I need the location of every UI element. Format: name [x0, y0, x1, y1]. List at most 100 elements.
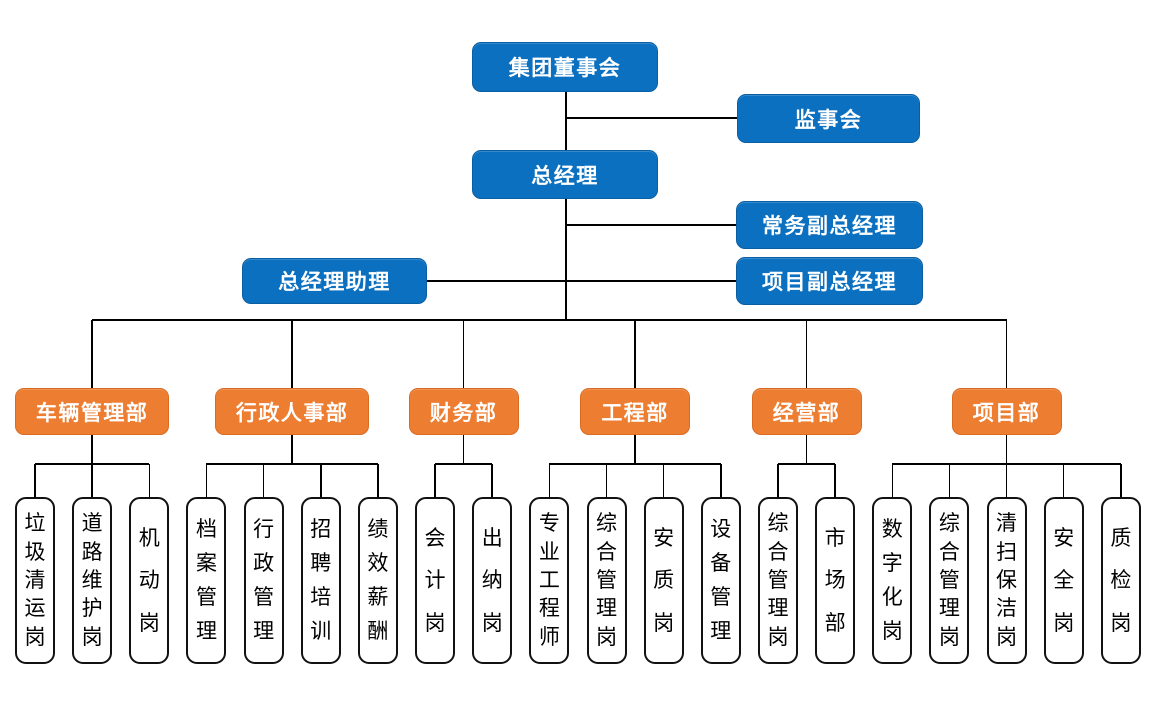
connector-line — [92, 319, 1007, 321]
position-node-char: 管 — [253, 586, 275, 609]
position-node-char: 岗 — [767, 625, 789, 649]
connector-line — [205, 464, 208, 497]
connector-line — [320, 464, 322, 497]
position-node-char: 岗 — [424, 611, 446, 635]
connector-line — [777, 463, 836, 465]
position-node-char: 专 — [538, 512, 560, 536]
department-node: 财务部 — [408, 388, 519, 435]
department-node: 项目部 — [951, 388, 1062, 435]
connector-line — [435, 463, 493, 465]
position-node: 绩效薪酬 — [357, 497, 398, 664]
connector-line — [720, 464, 722, 497]
position-node-char: 岗 — [996, 625, 1018, 649]
position-node-char: 保 — [996, 568, 1018, 592]
position-node-char: 化 — [881, 586, 903, 609]
position-node-char: 岗 — [81, 625, 103, 649]
connector-line — [462, 320, 465, 388]
position-node-char: 设 — [710, 518, 732, 541]
connector-line — [206, 463, 378, 465]
position-node-char: 效 — [367, 552, 389, 575]
position-node-char: 岗 — [881, 620, 903, 643]
position-node: 专业工程师 — [529, 497, 570, 664]
position-node-char: 圾 — [24, 540, 46, 564]
position-node: 安全岗 — [1043, 497, 1084, 664]
position-node-char: 综 — [938, 512, 960, 536]
connector-line — [834, 464, 836, 497]
position-node-char: 理 — [767, 597, 789, 621]
position-node-char: 酬 — [367, 620, 389, 643]
connector-line — [91, 320, 93, 388]
position-node: 安质岗 — [643, 497, 684, 664]
position-node: 招聘培训 — [300, 497, 341, 664]
position-node-char: 合 — [938, 540, 960, 564]
position-node: 清扫保洁岗 — [986, 497, 1027, 664]
connector-line — [634, 320, 636, 388]
position-node-char: 质 — [1110, 526, 1132, 550]
position-node-char: 岗 — [24, 625, 46, 649]
position-node-char: 岗 — [653, 611, 675, 635]
position-node-char: 理 — [938, 597, 960, 621]
position-node: 综合管理岗 — [929, 497, 970, 664]
position-node-char: 清 — [24, 568, 46, 592]
position-node-char: 管 — [195, 586, 217, 609]
position-node: 市场部 — [815, 497, 856, 664]
position-node-char: 数 — [881, 518, 903, 541]
position-node-char: 字 — [881, 552, 903, 575]
connector-line — [434, 464, 436, 497]
connector-line — [634, 435, 636, 464]
connector-line — [91, 435, 93, 464]
position-node-char: 管 — [596, 568, 617, 592]
position-node-char: 理 — [195, 620, 217, 643]
position-node-char: 岗 — [481, 611, 503, 635]
node-gm-assistant: 总经理助理 — [242, 258, 427, 304]
connector-line — [377, 464, 379, 497]
node-project-deputy-gm: 项目副总经理 — [736, 257, 923, 305]
connector-line — [948, 464, 951, 497]
connector-line — [605, 464, 608, 497]
position-node-char: 聘 — [310, 552, 332, 575]
position-node-char: 计 — [424, 569, 446, 592]
position-node-char: 工 — [538, 568, 560, 592]
position-node-char: 师 — [538, 625, 560, 649]
position-node-char: 管 — [767, 568, 789, 592]
connector-line — [566, 117, 737, 119]
connector-line — [805, 320, 808, 388]
position-node-char: 合 — [596, 540, 617, 564]
position-node-char: 市 — [824, 526, 846, 550]
connector-line — [548, 464, 551, 497]
connector-line — [34, 464, 36, 497]
position-node-char: 岗 — [596, 625, 617, 649]
connector-line — [565, 92, 567, 150]
position-node-char: 岗 — [1053, 611, 1075, 635]
connector-line — [291, 320, 293, 388]
position-node-char: 理 — [253, 620, 275, 643]
position-node-char: 机 — [138, 526, 160, 550]
connector-line — [777, 464, 779, 497]
position-node: 行政管理 — [243, 497, 284, 664]
node-executive-deputy-gm: 常务副总经理 — [736, 201, 923, 249]
position-node: 道路维护岗 — [72, 497, 113, 664]
position-node-char: 合 — [767, 540, 789, 564]
position-node-char: 综 — [596, 512, 617, 536]
connector-line — [662, 464, 665, 497]
connector-line — [91, 464, 93, 497]
position-node-char: 洁 — [996, 597, 1018, 621]
position-node: 质检岗 — [1100, 497, 1141, 664]
connector-line — [491, 464, 493, 497]
department-node: 经营部 — [751, 388, 862, 435]
position-node-char: 安 — [653, 526, 675, 550]
position-node-char: 招 — [310, 518, 332, 541]
position-node-char: 理 — [710, 620, 732, 643]
position-node-char: 检 — [1110, 569, 1132, 592]
connector-line — [291, 435, 293, 464]
department-node: 工程部 — [580, 388, 691, 435]
position-node: 会计岗 — [415, 497, 456, 664]
position-node-char: 薪 — [367, 586, 389, 609]
position-node-char: 岗 — [938, 625, 960, 649]
connector-line — [262, 464, 265, 497]
position-node: 垃圾清运岗 — [15, 497, 55, 664]
position-node: 数字化岗 — [872, 497, 913, 664]
position-node-char: 行 — [253, 518, 275, 541]
position-node-char: 政 — [253, 552, 275, 575]
department-node: 车辆管理部 — [15, 388, 170, 435]
